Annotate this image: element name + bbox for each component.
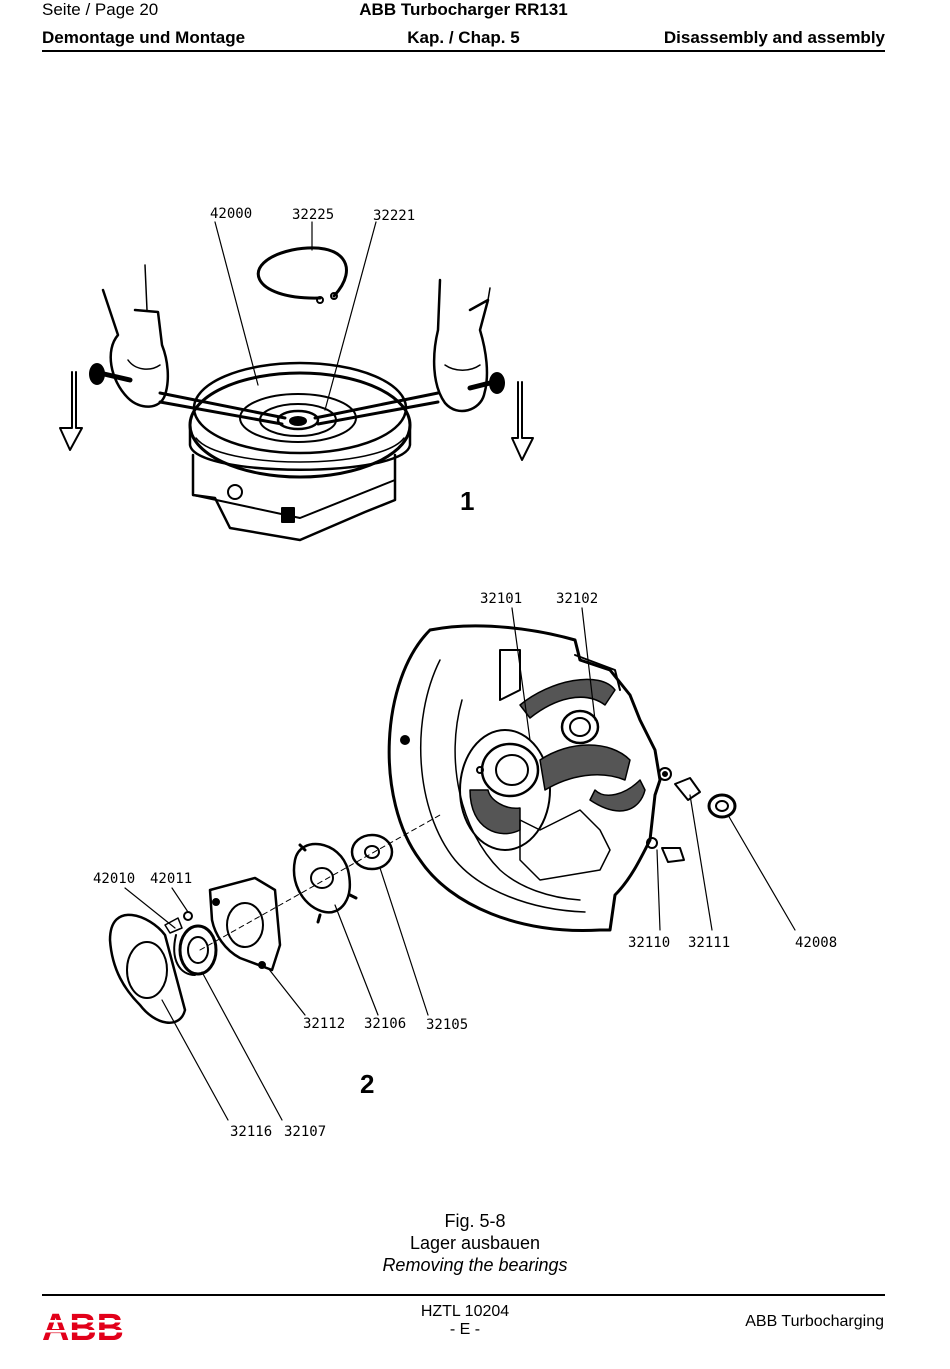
pliers xyxy=(158,391,440,426)
section-title-de: Demontage und Montage xyxy=(42,28,246,47)
bearing-32107 xyxy=(178,924,218,976)
nut-32106 xyxy=(292,842,351,914)
view-1-number: 1 xyxy=(460,486,474,516)
callout-42008: 42008 xyxy=(795,935,837,951)
callout-32102: 32102 xyxy=(556,591,598,607)
right-hand xyxy=(432,278,490,413)
caption-en: Removing the bearings xyxy=(382,1255,568,1275)
callout-42000: 42000 xyxy=(210,206,252,222)
callout-32221: 32221 xyxy=(373,208,415,224)
plate-32112 xyxy=(208,876,282,972)
bearing-housing-section xyxy=(387,624,662,933)
hatched-section-lower xyxy=(539,744,631,791)
abb-logo-text: ABB xyxy=(42,1310,124,1344)
view-2-number: 2 xyxy=(360,1069,374,1099)
callout-32111: 32111 xyxy=(688,935,730,951)
left-hand xyxy=(101,288,170,408)
edition-label: - E - xyxy=(449,1321,481,1338)
plug-42008 xyxy=(707,793,737,819)
figure-number: Fig. 5-8 xyxy=(444,1211,506,1231)
header-rule xyxy=(42,50,885,52)
caption-de: Lager ausbauen xyxy=(409,1233,541,1253)
screw-32110 xyxy=(661,847,685,863)
chapter-label: Kap. / Chap. 5 xyxy=(407,28,520,47)
footer-rule xyxy=(42,1294,885,1296)
callout-32101: 32101 xyxy=(480,591,522,607)
callout-42011: 42011 xyxy=(150,871,192,887)
footer-doc-info: HZTL 10204 - E - xyxy=(0,1303,930,1339)
document-number: HZTL 10204 xyxy=(420,1303,510,1320)
callout-32112: 32112 xyxy=(303,1016,345,1032)
view-2-drawing: 32101 32102 42010 42011 32110 32111 4200… xyxy=(93,591,837,1140)
callout-42010: 42010 xyxy=(93,871,135,887)
company-name: ABB Turbocharging xyxy=(745,1313,884,1330)
callout-32110: 32110 xyxy=(628,935,670,951)
screw-32111 xyxy=(674,777,701,801)
callout-32105: 32105 xyxy=(426,1017,468,1033)
technical-drawing: 42000 32225 32221 1 xyxy=(59,206,837,1140)
figure-caption: Fig. 5-8 Lager ausbauen Removing the bea… xyxy=(0,1210,950,1276)
callout-32225: 32225 xyxy=(292,207,334,223)
hatched-section-upper xyxy=(519,678,616,719)
document-title: ABB Turbocharger RR131 xyxy=(359,0,568,19)
left-arrow xyxy=(59,371,83,451)
circlip-ring xyxy=(257,246,348,300)
abb-logo: ABB xyxy=(42,1310,126,1344)
page-label: Seite / Page 20 xyxy=(42,0,159,19)
washer-32105 xyxy=(350,833,394,871)
callout-32106: 32106 xyxy=(364,1016,406,1032)
view-1-drawing: 42000 32225 32221 1 xyxy=(59,206,534,542)
callout-32107: 32107 xyxy=(284,1124,326,1140)
section-title-en: Disassembly and assembly xyxy=(663,28,885,47)
right-arrow xyxy=(511,381,534,461)
callout-32116: 32116 xyxy=(230,1124,272,1140)
